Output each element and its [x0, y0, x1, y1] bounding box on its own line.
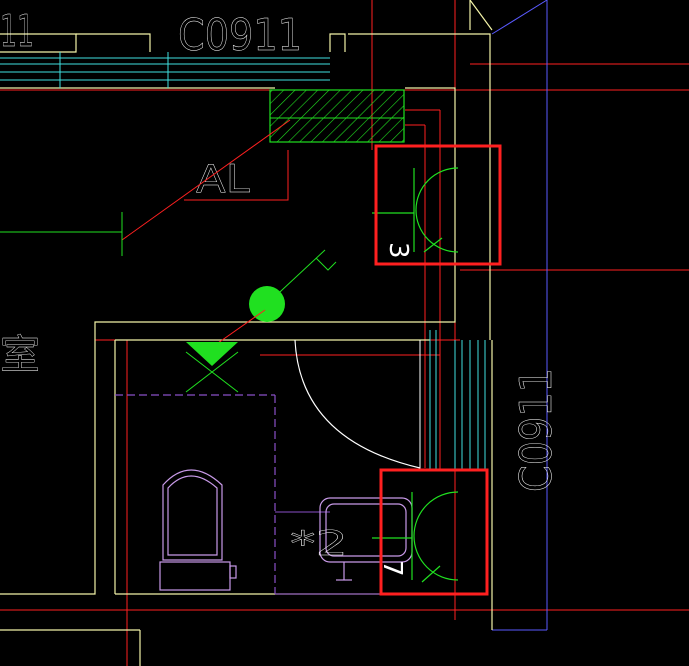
fixture-tag: *2 — [290, 524, 348, 564]
building-outline — [491, 0, 548, 631]
exhaust-fan-cross — [185, 351, 239, 393]
toilet-icon — [159, 469, 237, 591]
highlight-box-lower-socket[interactable] — [379, 468, 489, 596]
walls — [0, 0, 493, 666]
socket-icon-lower — [372, 491, 459, 583]
panel-leader — [121, 119, 291, 241]
window-label-right: C0911 — [511, 368, 562, 492]
socket-mark-lower: 7 — [377, 560, 407, 577]
lamp-leader — [266, 249, 337, 305]
socket-mark-upper: 3 — [383, 242, 413, 259]
top-left-fragment: 11 — [0, 6, 34, 57]
socket-icon-upper — [372, 167, 459, 253]
window-right — [429, 330, 486, 470]
window-top — [0, 52, 330, 88]
panel-feed-line — [0, 212, 123, 256]
panel-box-hatch — [269, 89, 405, 143]
room-name-fragment: 室 — [0, 332, 40, 378]
window-label-top: C0911 — [178, 10, 302, 61]
toilet-partition — [115, 394, 276, 594]
highlight-box-upper-socket[interactable] — [374, 144, 502, 266]
door-swing-arc — [294, 339, 421, 469]
exhaust-fan-icon — [186, 342, 238, 366]
panel-label: AL — [196, 157, 250, 201]
